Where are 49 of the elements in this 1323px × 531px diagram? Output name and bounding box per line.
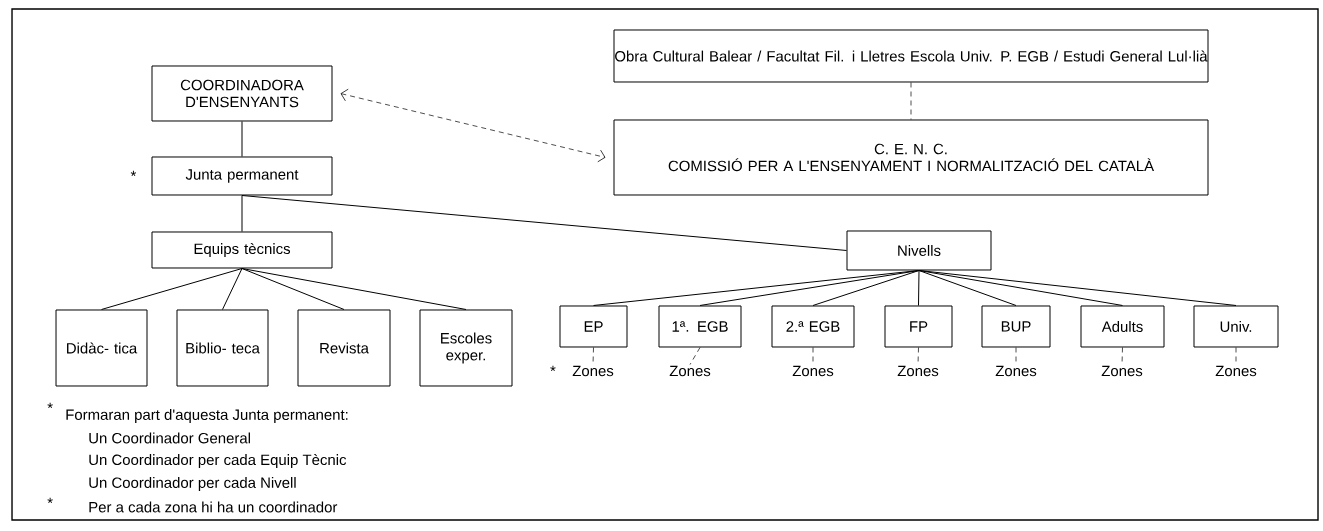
- zones-text: Zones: [572, 365, 614, 377]
- org-box: Didàc- tica: [55, 309, 148, 387]
- connector: [918, 270, 1123, 306]
- note: *: [47, 497, 53, 504]
- connector: [241, 268, 345, 310]
- asterisk: *: [130, 170, 137, 177]
- connector: [241, 121, 243, 157]
- note: Formaran part d'aquesta Junta permanent:: [66, 409, 348, 423]
- note: Un Coordinador General: [89, 432, 250, 444]
- connector: [699, 270, 920, 306]
- org-box: Nivells: [846, 230, 992, 271]
- org-box: Revista: [297, 309, 391, 387]
- zones-text: Zones: [1101, 365, 1143, 377]
- asterisk: *: [550, 365, 556, 372]
- note: Un Coordinador per cada Equip Tècnic: [89, 453, 347, 469]
- org-box: Biblio- teca: [176, 309, 269, 387]
- org-box: C. E. N. C. COMISSIÓ PER A L'ENSENYAMENT I NORMALITZACIÓ DEL CATALÀ: [613, 119, 1209, 196]
- connector: [910, 82, 912, 120]
- connector: [222, 268, 243, 310]
- connector: [812, 270, 920, 306]
- org-box: Equips tècnics: [151, 231, 333, 269]
- org-box: Escoles exper.: [419, 309, 513, 387]
- org-box: Junta permanent: [151, 156, 333, 196]
- connector: [241, 195, 847, 251]
- zones-text: Zones: [897, 365, 939, 377]
- org-box: Adults: [1080, 305, 1165, 348]
- connector: [101, 268, 243, 310]
- connector: [241, 268, 467, 310]
- org-box: EP: [559, 305, 628, 348]
- connector: [918, 270, 1017, 306]
- org-box: FP: [884, 305, 953, 348]
- note: Un Coordinador per cada Nivell: [89, 477, 296, 491]
- org-box: 2.ª EGB: [771, 305, 855, 348]
- org-box: COORDINADORA D'ENSENYANTS: [151, 65, 333, 122]
- org-box: Univ.: [1193, 305, 1279, 348]
- zones-text: Zones: [669, 365, 711, 377]
- connector: [918, 270, 920, 306]
- connector: [241, 195, 243, 232]
- zones-text: Zones: [1215, 365, 1257, 377]
- zones-text: Zones: [995, 365, 1037, 377]
- connector: [918, 270, 1237, 306]
- zones-text: Zones: [792, 365, 834, 377]
- org-box: 1ª. EGB: [658, 305, 742, 348]
- note: *: [47, 402, 53, 409]
- connector: [340, 88, 606, 163]
- org-box: BUP: [981, 305, 1051, 348]
- note: Per a cada zona hi ha un coordinador: [89, 501, 338, 513]
- org-box: Obra Cultural Balear / Facultat Fil. i Lletres Escola Univ. P. EGB / Estudi General Lul·lià: [613, 29, 1209, 83]
- connector: [689, 347, 701, 365]
